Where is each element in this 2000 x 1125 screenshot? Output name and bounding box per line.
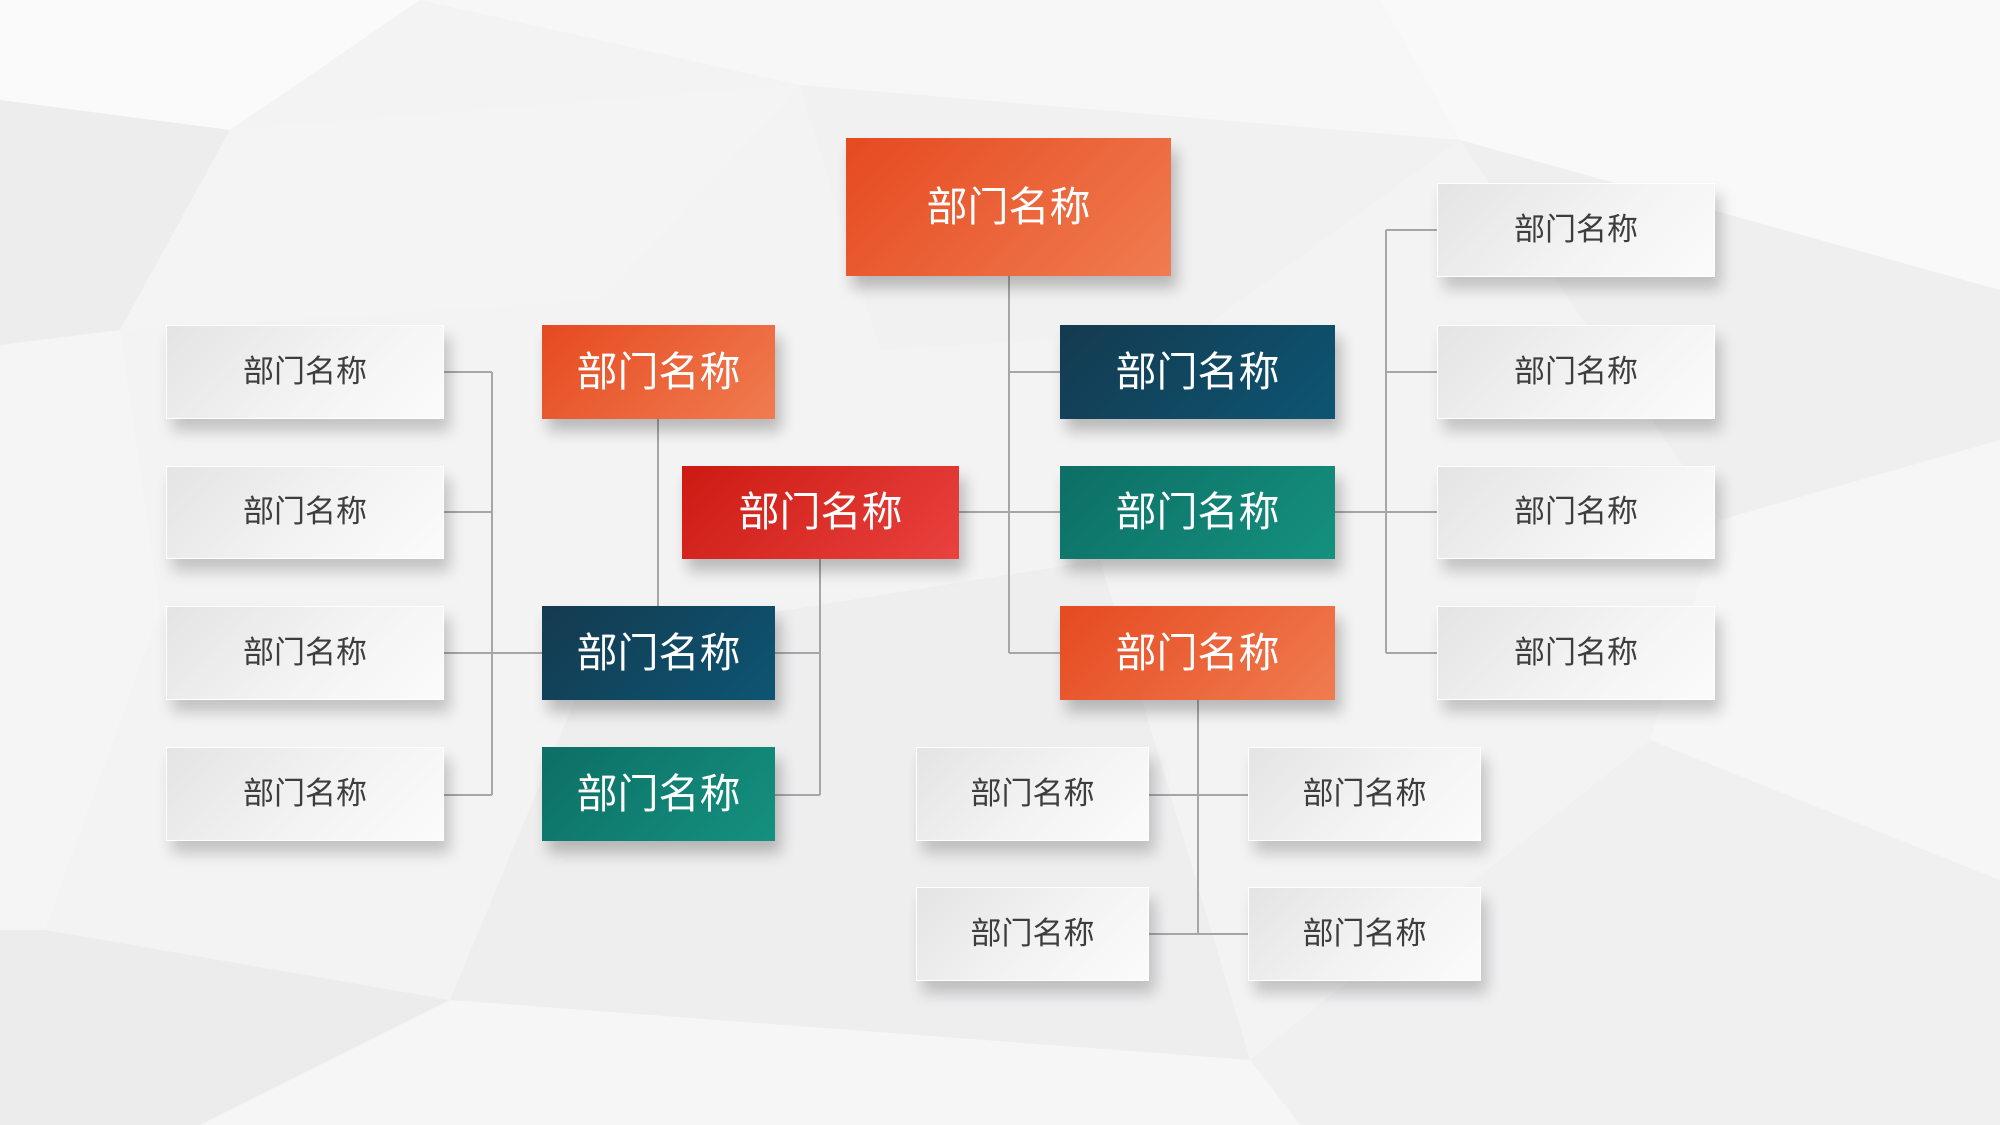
right-first-department-box[interactable]: 部门名称 (1060, 325, 1335, 419)
far-left-department-box[interactable]: 部门名称 (166, 606, 444, 700)
left-middle-department-box[interactable]: 部门名称 (542, 606, 775, 700)
right-second-department-box[interactable]: 部门名称 (1060, 466, 1335, 559)
far-left-department-box[interactable]: 部门名称 (166, 325, 444, 419)
far-left-department-box[interactable]: 部门名称 (166, 747, 444, 841)
root-department-box[interactable]: 部门名称 (846, 138, 1171, 276)
center-department-box[interactable]: 部门名称 (682, 466, 959, 559)
bottom-department-box[interactable]: 部门名称 (916, 747, 1149, 841)
right-third-department-box[interactable]: 部门名称 (1060, 606, 1335, 700)
bottom-department-box[interactable]: 部门名称 (916, 887, 1149, 981)
far-left-department-box[interactable]: 部门名称 (166, 466, 444, 559)
far-right-department-box[interactable]: 部门名称 (1437, 183, 1715, 277)
bottom-department-box[interactable]: 部门名称 (1248, 887, 1481, 981)
far-right-department-box[interactable]: 部门名称 (1437, 606, 1715, 700)
left-lower-department-box[interactable]: 部门名称 (542, 747, 775, 841)
bottom-department-box[interactable]: 部门名称 (1248, 747, 1481, 841)
far-right-department-box[interactable]: 部门名称 (1437, 466, 1715, 559)
left-upper-department-box[interactable]: 部门名称 (542, 325, 775, 419)
connector-group (444, 229, 1437, 935)
far-right-department-box[interactable]: 部门名称 (1437, 325, 1715, 419)
